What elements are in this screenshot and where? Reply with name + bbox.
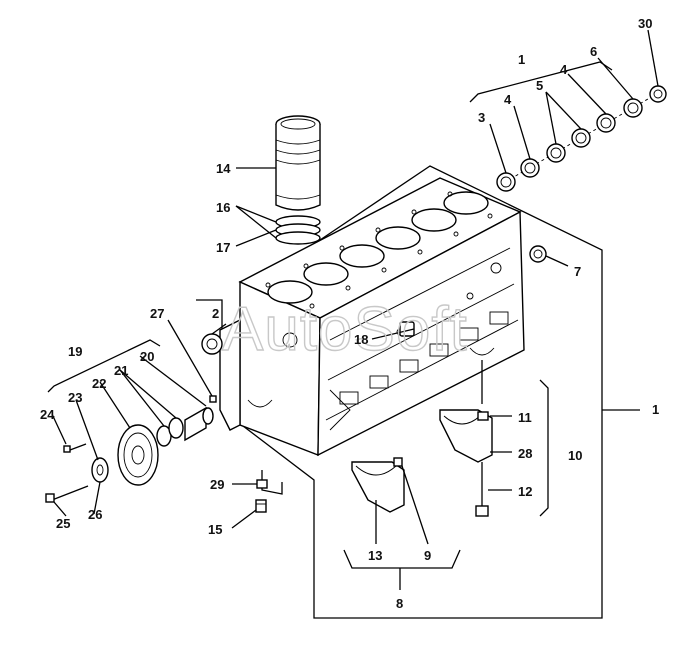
callout-labels: 1 1 2 3 4 4 5 6 7 8 9 10 11 12 13 14 15 … [40,16,659,611]
callout-10: 10 [568,448,582,463]
watermark: AutoSoft [222,295,468,364]
callout-29: 29 [210,477,224,492]
seal-ring-7 [529,245,547,263]
callout-1-top: 1 [518,52,525,67]
callout-20: 20 [140,349,154,364]
idler-bracket-19 [47,339,161,393]
callout-5: 5 [536,78,543,93]
callout-7: 7 [574,264,581,279]
camshaft-bushings [496,85,667,192]
callout-12: 12 [518,484,532,499]
leader-lines [51,29,659,545]
liner-seal-rings [275,215,321,245]
main-bearing-cap-13 [351,457,405,513]
main-bearing-cap-28 [439,409,493,517]
screw-15 [255,499,267,513]
callout-11: 11 [518,410,532,425]
callout-21: 21 [114,363,128,378]
cylinder-block [219,177,525,457]
idler-gear-assembly [45,395,217,503]
callout-24: 24 [40,407,55,422]
oil-jet-29 [256,470,283,495]
callout-25: 25 [56,516,70,531]
callout-19: 19 [68,344,82,359]
callout-2: 2 [212,306,219,321]
callout-6: 6 [590,44,597,59]
callout-30: 30 [638,16,652,31]
bushing-bracket-1 [469,61,613,103]
callout-8: 8 [396,596,403,611]
callout-17: 17 [216,240,230,255]
callout-15: 15 [208,522,222,537]
callout-16: 16 [216,200,230,215]
callout-9: 9 [424,548,431,563]
callout-28: 28 [518,446,532,461]
bracket-10 [539,379,549,517]
callout-27: 27 [150,306,164,321]
bracket-8 [343,549,461,569]
front-plug-2 [201,333,223,355]
callout-14: 14 [216,161,231,176]
callout-18: 18 [354,332,368,347]
callout-1-right: 1 [652,402,659,417]
callout-4-left: 4 [504,92,512,107]
callout-13: 13 [368,548,382,563]
callout-22: 22 [92,376,106,391]
callout-26: 26 [88,507,102,522]
callout-3: 3 [478,110,485,125]
callout-23: 23 [68,390,82,405]
callout-4-right: 4 [560,62,568,77]
cylinder-liner [275,115,321,211]
